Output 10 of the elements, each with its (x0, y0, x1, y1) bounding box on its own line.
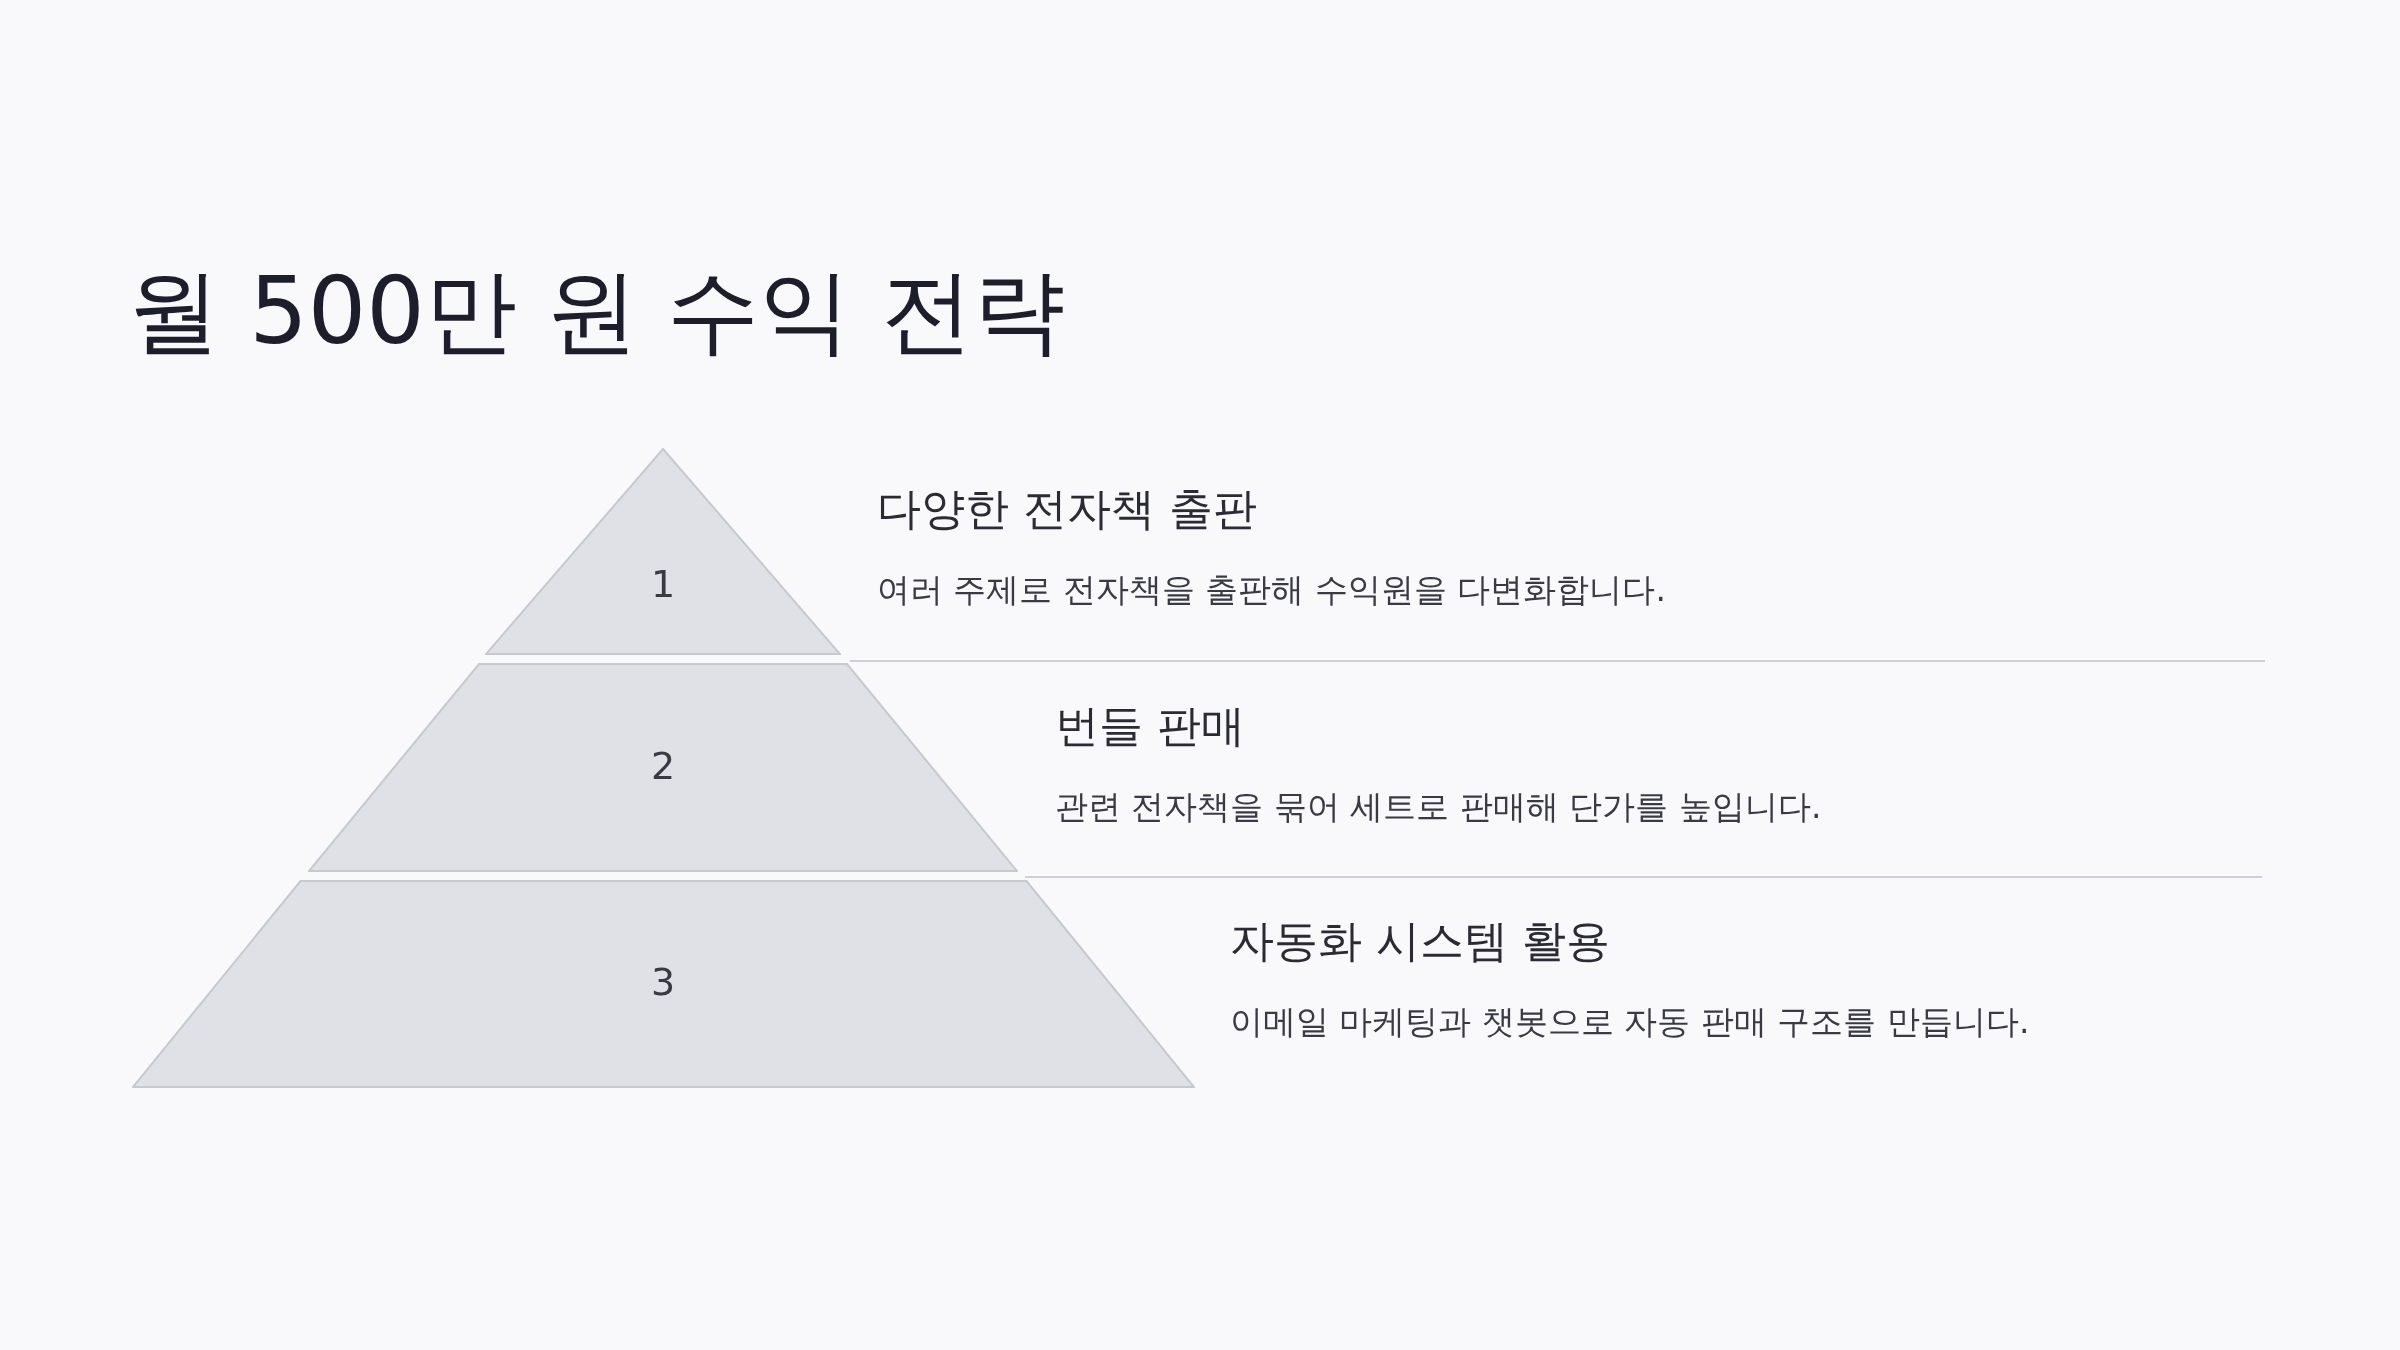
tier-heading: 자동화 시스템 활용 (1230, 914, 1610, 968)
tier-description: 관련 전자책을 묶어 세트로 판매해 단가를 높입니다. (1055, 786, 1822, 828)
tier-number: 2 (650, 743, 676, 788)
tier-heading: 번들 판매 (1055, 699, 1245, 753)
slide-title: 월 500만 원 수익 전략 (128, 257, 1065, 367)
tier-description: 이메일 마케팅과 챗봇으로 자동 판매 구조를 만듭니다. (1230, 1001, 2030, 1043)
tier-number: 1 (650, 561, 676, 606)
tier-heading: 다양한 전자책 출판 (877, 482, 1257, 536)
tier-number: 3 (650, 960, 676, 1004)
tier-description: 여러 주제로 전자책을 출판해 수익원을 다변화합니다. (877, 569, 1666, 611)
